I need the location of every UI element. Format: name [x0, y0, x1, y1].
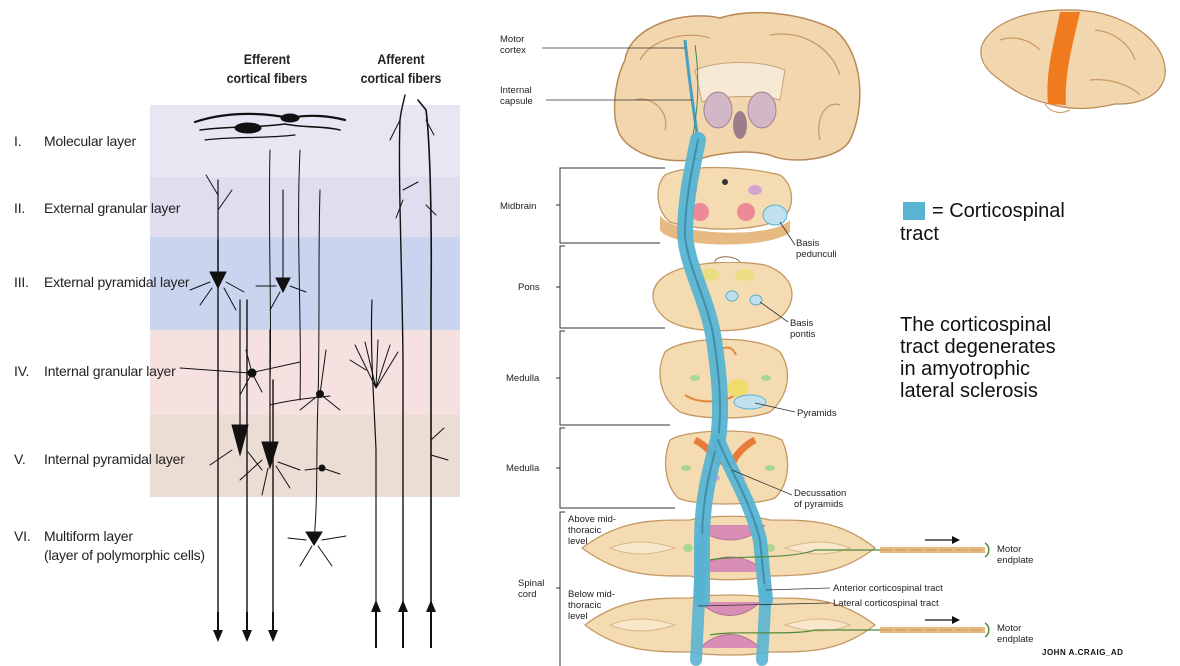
label-pons: Pons	[518, 282, 540, 293]
afferent-arborization	[350, 340, 398, 388]
multiform-cell	[288, 532, 346, 566]
motor-nerve-2	[880, 616, 989, 637]
cortical-layers-panel: Efferent cortical fibers Afferent cortic…	[0, 0, 470, 666]
spinal-cord-lower-section	[585, 595, 875, 655]
neuron-illustration	[0, 0, 470, 666]
legend-text: = Corticospinal tract	[900, 200, 1065, 246]
als-statement: The corticospinal tract degenerates in a…	[900, 314, 1056, 402]
brain-coronal-section	[615, 13, 860, 161]
tract-illustration	[470, 0, 1180, 666]
label-medulla-upper: Medulla	[506, 373, 539, 384]
afferent-arrow	[426, 600, 436, 612]
afferent-arrow	[398, 600, 408, 612]
motor-nerve-1	[880, 536, 989, 557]
stellate-cell	[180, 350, 340, 410]
pyramidal-cell-iii	[190, 175, 244, 310]
artist-signature: JOHN A.CRAIG_AD	[1042, 648, 1123, 657]
afferent-arrow	[371, 600, 381, 612]
label-lateral-corticospinal-tract: Lateral corticospinal tract	[833, 598, 939, 609]
spinal-cord-upper-section	[582, 516, 875, 580]
horizontal-cell	[195, 114, 345, 140]
label-midbrain: Midbrain	[500, 201, 536, 212]
label-anterior-corticospinal-tract: Anterior corticospinal tract	[833, 583, 943, 594]
label-medulla-lower: Medulla	[506, 463, 539, 474]
pons-section	[653, 257, 792, 331]
label-pyramids: Pyramids	[797, 408, 837, 419]
brain-lateral-icon	[981, 10, 1165, 113]
